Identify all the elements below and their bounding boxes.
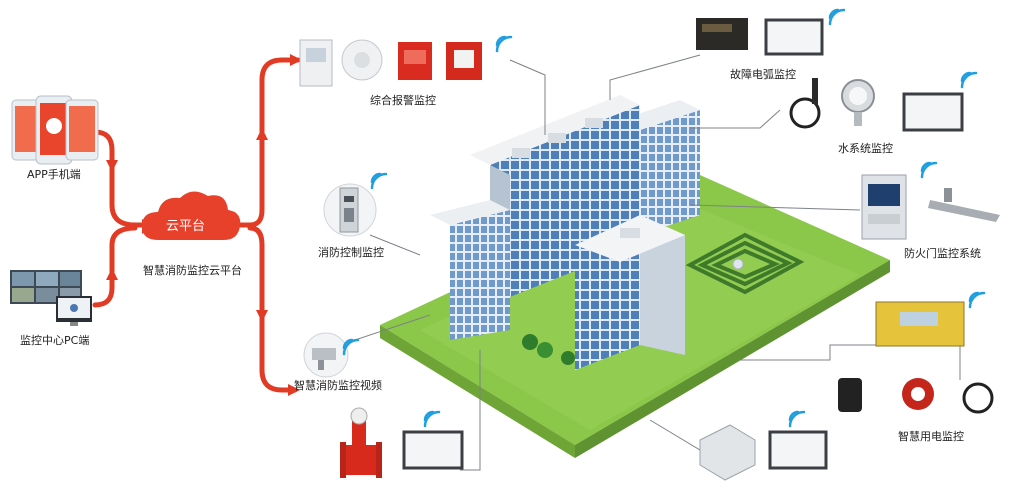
flowmeter-icon: [340, 407, 464, 478]
firedoor-label: 防火门监控系统: [904, 247, 981, 260]
platform-name-label: 智慧消防监控云平台: [143, 264, 242, 277]
alarm-devices-icon: [299, 39, 482, 87]
arc-label: 故障电弧监控: [730, 68, 796, 81]
cloud-platform-icon: [142, 191, 241, 240]
din-module-icon: [699, 424, 828, 481]
electric-devices-icon: [838, 301, 994, 414]
pc-monitor-icon: [10, 270, 92, 326]
wifi-icons: [342, 8, 986, 428]
pc-client-label: 监控中心PC端: [20, 334, 90, 347]
app-client-label: APP手机端: [27, 168, 81, 181]
link-pc-cloud: [92, 225, 138, 308]
link-cloud-alarm: [229, 57, 301, 228]
arc-devices-icon: [696, 18, 824, 56]
control-panel-icon: [323, 183, 377, 237]
water-devices-icon: [789, 78, 964, 132]
control-label: 消防控制监控: [318, 246, 384, 259]
trees: [522, 334, 575, 365]
office-towers: [430, 95, 700, 370]
electric-label: 智慧用电监控: [898, 430, 964, 443]
video-camera-icon: [303, 332, 349, 378]
link-cloud-video: [247, 225, 298, 393]
video-label: 智慧消防监控视频: [294, 379, 382, 392]
cloud-label: 云平台: [166, 219, 205, 234]
network-links: [92, 57, 301, 393]
connector-lines: [339, 54, 961, 471]
alarm-label: 综合报警监控: [370, 94, 436, 107]
maze-garden: [685, 232, 805, 295]
link-app-cloud: [92, 129, 153, 228]
app-phones-icon: [11, 95, 99, 165]
water-label: 水系统监控: [838, 142, 893, 155]
firedoor-devices-icon: [861, 174, 1000, 240]
